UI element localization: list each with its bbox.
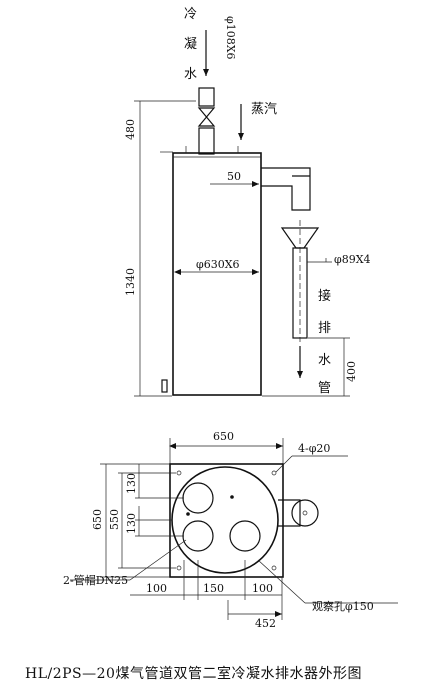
cap-dot-2 — [186, 512, 190, 516]
dim-550: 550 — [108, 509, 121, 530]
bolt-hole-4 — [271, 565, 277, 571]
vessel-body — [172, 152, 262, 396]
sight-pipe — [278, 499, 301, 527]
dim-480: 480 — [124, 119, 137, 140]
sight-leader — [257, 559, 306, 604]
sight-hole-center — [302, 510, 308, 516]
dim-650-top: 650 — [213, 430, 234, 443]
sight-hole-spec: 观察孔φ150 — [312, 599, 374, 613]
holes-spec: 4-φ20 — [298, 442, 330, 455]
vessel-spec: φ630X6 — [196, 258, 240, 271]
dim-130-top: 130 — [125, 473, 138, 494]
overflow-elbow — [261, 167, 311, 211]
dim-130-bottom: 130 — [125, 513, 138, 534]
dim-100-right: 100 — [252, 582, 273, 595]
bolt-hole-2 — [271, 470, 277, 476]
drain-pipe-spec: φ89X4 — [334, 253, 371, 266]
dim-1340: 1340 — [124, 268, 137, 296]
inlet-pipe — [198, 127, 215, 155]
dim-400: 400 — [345, 361, 358, 382]
cap-dot-1 — [230, 495, 234, 499]
pipe-circle-bottom-right — [229, 520, 261, 552]
plan-view: 650 4-φ20 650 550 1 — [63, 430, 398, 630]
drain-label-char-3: 水 — [318, 353, 331, 368]
valve-icon — [197, 107, 216, 127]
drain-label-char-2: 排 — [318, 321, 331, 336]
dim-100-left: 100 — [146, 582, 167, 595]
dim-452: 452 — [255, 617, 276, 630]
drain-label-char-1: 接 — [318, 288, 331, 304]
drain-label-char-4: 管 — [318, 381, 331, 396]
condensate-pipe-spec: φ108X6 — [224, 16, 237, 60]
drawing-caption: HL/2PS—20煤气管道双管二室冷凝水排水器外形图 — [25, 665, 362, 682]
pipe-circle-bottom-left — [182, 520, 214, 552]
condensate-label-char-2: 凝 — [184, 36, 197, 52]
cap-leader — [129, 539, 187, 581]
condensate-label-char-3: 水 — [184, 67, 197, 82]
bottom-drain-nozzle — [161, 379, 168, 393]
dim-650-left: 650 — [91, 509, 104, 530]
bolt-hole-3 — [176, 565, 182, 571]
cap-spec: 2-管帽DN25 — [63, 573, 128, 587]
vessel-plan-circle — [171, 466, 279, 574]
bolt-hole-1 — [176, 470, 182, 476]
base-plate — [169, 463, 284, 578]
dim-50: 50 — [227, 170, 241, 183]
elevation-view: 冷 凝 水 φ108X6 蒸汽 480 1340 50 φ630X6 — [124, 7, 371, 397]
steam-label: 蒸汽 — [251, 102, 277, 117]
condensate-label-char-1: 冷 — [184, 7, 197, 22]
inlet-flange — [198, 87, 215, 107]
holes-leader — [275, 455, 293, 473]
pipe-circle-top-left — [182, 482, 214, 514]
sight-hole-circle — [291, 499, 319, 527]
dim-150: 150 — [203, 582, 224, 595]
